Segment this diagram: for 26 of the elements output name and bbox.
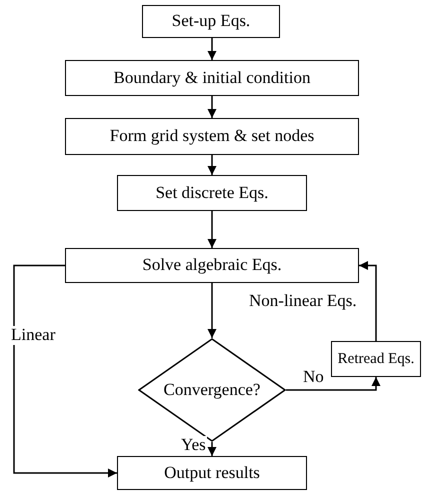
- process-box: [65, 60, 359, 96]
- box-label: Set discrete Eqs.: [156, 184, 268, 202]
- box-label: Set-up Eqs.: [172, 12, 250, 31]
- process-box: [65, 248, 359, 283]
- process-box: [117, 175, 307, 211]
- box-label: Boundary & initial condition: [114, 68, 310, 88]
- box-label: Output results: [164, 464, 260, 482]
- arrow: [359, 261, 377, 341]
- process-box: [65, 118, 359, 155]
- arrow: [208, 96, 216, 118]
- box-label: Retread Eqs.: [338, 350, 414, 368]
- arrow: [286, 377, 380, 391]
- edge-label: Linear: [10, 326, 56, 345]
- arrow: [208, 211, 216, 248]
- arrow: [208, 155, 216, 175]
- box-label: Form grid system & set nodes: [110, 127, 314, 146]
- box-label: Convergence?: [164, 380, 260, 400]
- process-box: [117, 456, 307, 490]
- arrow: [13, 264, 117, 478]
- process-box: [331, 341, 421, 377]
- box-label: Solve algebraic Eqs.: [142, 256, 282, 275]
- edge-label: Non-linear Eqs.: [248, 292, 358, 311]
- process-box: [142, 5, 280, 38]
- arrow: [208, 38, 216, 60]
- arrow: [208, 283, 216, 338]
- arrow: [208, 442, 216, 456]
